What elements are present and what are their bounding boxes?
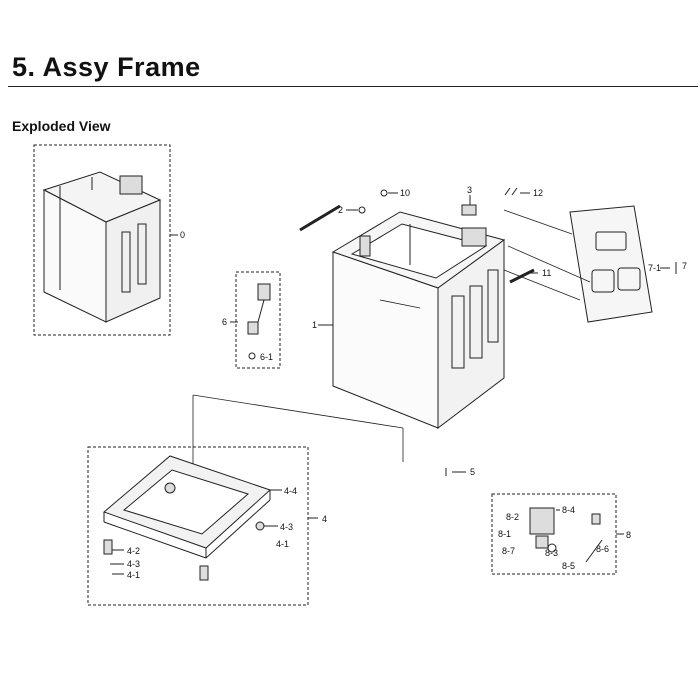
part-11-strip [509, 268, 538, 284]
callout-8-5: 8-5 [562, 561, 575, 571]
callout-4-1-right: 4-1 [276, 539, 289, 549]
callout-4-2: 4-2 [127, 546, 140, 556]
back-panel-illustration [569, 205, 677, 323]
title-rule [8, 86, 698, 87]
valve-group-box [235, 271, 281, 369]
cabinet-illustration [318, 211, 506, 430]
callout-1: 1 [312, 320, 317, 330]
motor-group-box [491, 493, 617, 575]
assembled-frame-box [33, 144, 171, 336]
callout-8-6: 8-6 [596, 544, 609, 554]
part-3-bracket [461, 204, 477, 216]
callout-8-2: 8-2 [506, 512, 519, 522]
page-title: 5. Assy Frame [12, 52, 201, 82]
motor-group-illustration [529, 507, 624, 563]
callout-11: 11 [542, 268, 551, 278]
base-assembly-box [87, 446, 309, 606]
callout-0: 0 [180, 230, 185, 240]
part-10-fastener [380, 189, 388, 197]
callout-10: 10 [400, 188, 410, 198]
assembled-frame-illustration [42, 171, 178, 323]
bracket-strip-left [299, 204, 341, 232]
section-heading: Exploded View [12, 118, 111, 134]
callout-7-1: 7-1 [648, 263, 661, 273]
part-5-screw [445, 468, 466, 476]
callout-8: 8 [626, 530, 631, 540]
guide-lines-top [379, 209, 591, 309]
callout-4-3-right: 4-3 [280, 522, 293, 532]
part-12-clips [504, 187, 530, 196]
guide-lines-base [192, 394, 404, 480]
callout-6: 6 [222, 317, 227, 327]
valve-group-illustration [230, 283, 271, 360]
callout-4-3-left: 4-3 [127, 559, 140, 569]
callout-4-1-left: 4-1 [127, 570, 140, 580]
callout-4: 4 [322, 514, 327, 524]
callout-4-4: 4-4 [284, 486, 297, 496]
callout-8-7: 8-7 [502, 546, 515, 556]
callout-8-3: 8-3 [545, 548, 558, 558]
callout-3: 3 [467, 185, 472, 195]
callout-2: 2 [338, 205, 343, 215]
callout-12: 12 [533, 188, 543, 198]
base-assembly-illustration [103, 455, 318, 581]
callout-6-1: 6-1 [260, 352, 273, 362]
callout-5: 5 [470, 467, 475, 477]
callout-8-4: 8-4 [562, 505, 575, 515]
callout-8-1: 8-1 [498, 529, 511, 539]
callout-7: 7 [682, 261, 687, 271]
part-2-fastener [358, 206, 366, 214]
